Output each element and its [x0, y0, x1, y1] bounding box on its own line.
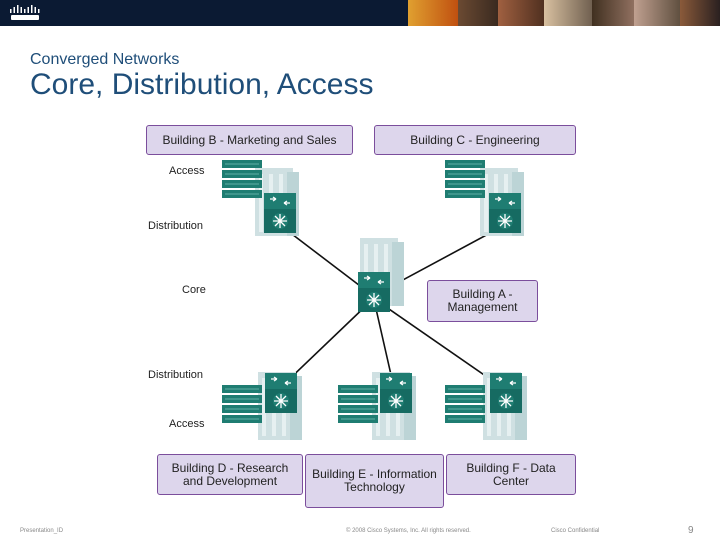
- layer-label-core: Core: [182, 284, 206, 296]
- building-e-stack: [337, 372, 416, 440]
- building-e-box: Building E - Information Technology: [305, 454, 444, 508]
- building-b-stack: [221, 159, 299, 236]
- banner-photo: [592, 0, 634, 26]
- core-switch-icon: [357, 271, 391, 313]
- slide-subtitle: Converged Networks: [30, 51, 180, 68]
- building-f-box: Building F - Data Center: [446, 454, 576, 495]
- top-banner: [0, 0, 720, 26]
- building-c-box: Building C - Engineering: [374, 125, 576, 155]
- access-switch-icon: [221, 384, 263, 424]
- building-b-box: Building B - Marketing and Sales: [146, 125, 353, 155]
- banner-photo: [544, 0, 592, 26]
- banner-photo: [458, 0, 498, 26]
- access-switch-icon: [444, 384, 486, 424]
- page-number: 9: [688, 525, 694, 536]
- access-switch-icon: [444, 159, 486, 199]
- building-f-stack: [444, 372, 527, 440]
- layer-label-distribution-top: Distribution: [148, 220, 204, 232]
- link-core-b: [279, 224, 373, 296]
- core-stack: [357, 238, 404, 313]
- distribution-switch-icon: [488, 192, 522, 234]
- distribution-switch-icon: [264, 372, 298, 414]
- link-core-f: [375, 299, 504, 389]
- distribution-switch-icon: [379, 372, 413, 414]
- distribution-switch-icon: [263, 192, 297, 234]
- footer-copyright: © 2008 Cisco Systems, Inc. All rights re…: [346, 528, 471, 534]
- slide-title: Core, Distribution, Access: [30, 68, 374, 101]
- layer-label-access-top: Access: [169, 165, 205, 177]
- banner-photo: [408, 0, 458, 26]
- layer-label-distribution-bottom: Distribution: [148, 369, 204, 381]
- footer-presentation-id: Presentation_ID: [20, 528, 64, 534]
- building-d-stack: [221, 372, 302, 440]
- banner-photo: [498, 0, 544, 26]
- layer-label-access-bottom: Access: [169, 418, 205, 430]
- building-c-stack: [444, 159, 524, 236]
- building-d-box: Building D - Research and Development: [157, 454, 303, 495]
- distribution-switch-icon: [489, 372, 523, 414]
- banner-photo: [634, 0, 680, 26]
- banner-photo: [680, 0, 720, 26]
- building-a-box: Building A - Management: [427, 280, 538, 322]
- cisco-logo-icon: [10, 5, 40, 20]
- footer-confidential: Cisco Confidential: [551, 528, 600, 534]
